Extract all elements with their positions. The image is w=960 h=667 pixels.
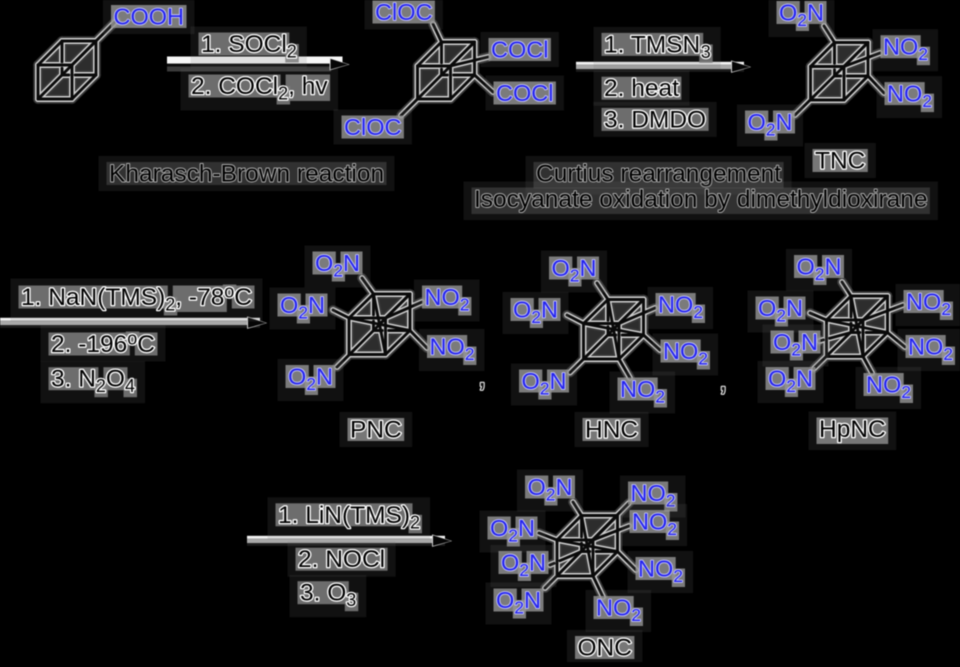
svg-text:2. heat: 2. heat	[604, 75, 679, 102]
svg-text:,: ,	[719, 364, 727, 397]
svg-text:1. SOCl2: 1. SOCl2	[201, 31, 297, 62]
svg-text:2. -196oC: 2. -196oC	[51, 329, 155, 359]
svg-text:HpNC: HpNC	[819, 416, 886, 443]
svg-text:Isocyanate oxidation by dimeth: Isocyanate oxidation by dimethyldioxiran…	[474, 186, 928, 213]
svg-text:ClOC: ClOC	[375, 0, 432, 25]
svg-text:3. N2O4: 3. N2O4	[51, 366, 135, 397]
svg-text:TNC: TNC	[815, 148, 865, 175]
svg-text:PNC: PNC	[350, 417, 402, 444]
svg-text:ClOC: ClOC	[344, 114, 401, 140]
svg-text:1. LiN(TMS)2: 1. LiN(TMS)2	[278, 502, 420, 533]
svg-text:2. NOCl: 2. NOCl	[298, 546, 385, 573]
svg-text:1. NaN(TMS)2, -78oC: 1. NaN(TMS)2, -78oC	[21, 282, 252, 315]
svg-text:COOH: COOH	[114, 4, 185, 30]
svg-text:COCl: COCl	[496, 80, 553, 106]
svg-text:1. TMSN3: 1. TMSN3	[604, 31, 711, 62]
svg-text:Kharasch-Brown reaction: Kharasch-Brown reaction	[109, 161, 384, 188]
svg-text:,: ,	[478, 360, 486, 393]
svg-text:3. DMDO: 3. DMDO	[604, 106, 706, 133]
svg-text:2. COCl2, hv: 2. COCl2, hv	[191, 73, 328, 104]
svg-text:COCl: COCl	[491, 37, 548, 63]
svg-text:HNC: HNC	[585, 417, 638, 444]
svg-text:ONC: ONC	[578, 635, 632, 662]
